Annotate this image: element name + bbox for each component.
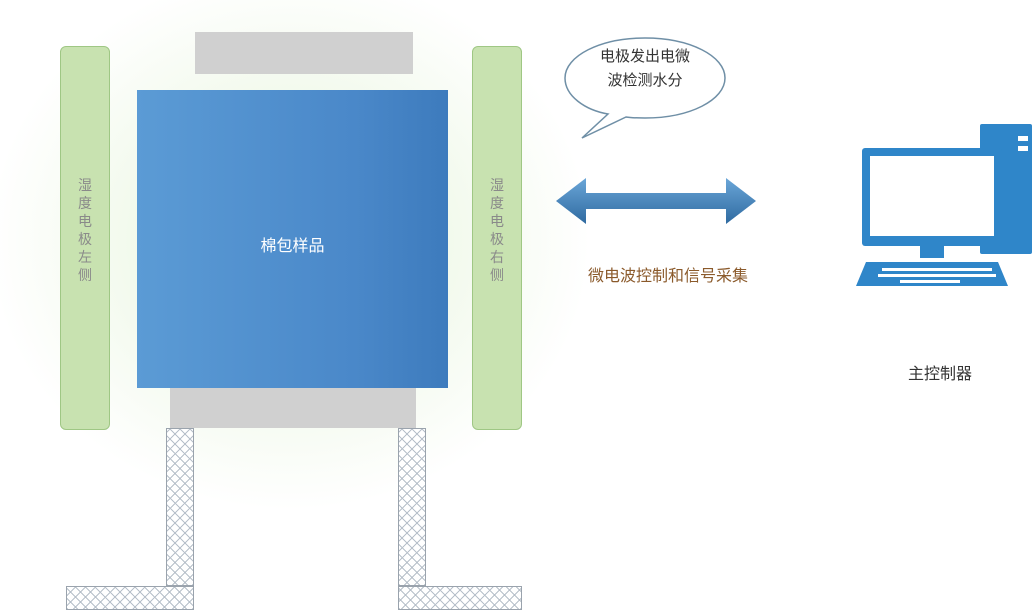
left-electrode-label: 湿度电极左侧 bbox=[78, 178, 92, 284]
controller-label: 主控制器 bbox=[907, 364, 972, 383]
bubble-line-2: 波检测水分 bbox=[607, 71, 683, 89]
left-support-foot bbox=[66, 586, 194, 610]
left-humidity-electrode: 湿度电极左侧 bbox=[60, 46, 110, 430]
speech-bubble bbox=[564, 37, 726, 139]
sample-label: 棉包样品 bbox=[260, 236, 325, 255]
top-pressure-plate bbox=[195, 32, 413, 74]
right-support-foot bbox=[398, 586, 522, 610]
double-headed-arrow bbox=[556, 178, 756, 224]
link-label: 微电波控制和信号采集 bbox=[587, 266, 748, 285]
bottom-support-plate bbox=[170, 388, 416, 428]
left-support-leg bbox=[166, 428, 194, 586]
right-electrode-label: 湿度电极右侧 bbox=[490, 178, 504, 284]
bubble-line-1: 电极发出电微 bbox=[599, 47, 690, 65]
cotton-bale-sample: 棉包样品 bbox=[137, 90, 448, 388]
right-support-leg bbox=[398, 428, 426, 586]
computer-icon bbox=[856, 124, 1032, 286]
speech-bubble-text: 电极发出电微 波检测水分 bbox=[560, 44, 730, 92]
right-humidity-electrode: 湿度电极右侧 bbox=[472, 46, 522, 430]
